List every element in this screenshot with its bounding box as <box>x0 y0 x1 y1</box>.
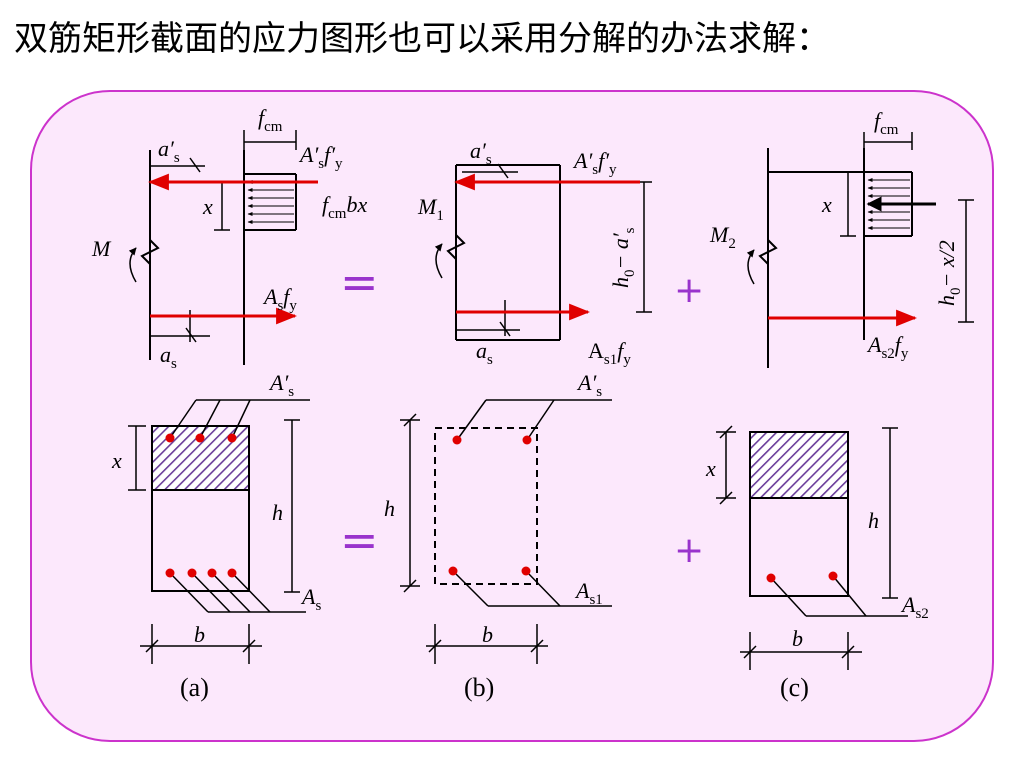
plus-operator-top: + <box>674 270 704 311</box>
slide-title: 双筋矩形截面的应力图形也可以采用分解的办法求解： <box>14 19 830 59</box>
rebar-dots-a <box>165 433 237 578</box>
rebar-dots-b <box>448 435 532 576</box>
label-a-prime: a′s <box>158 136 180 166</box>
dimension-b-b <box>426 624 548 664</box>
dimension-h-b <box>400 413 420 593</box>
leader-lines-c <box>770 575 908 617</box>
label-b-a: b <box>194 622 205 647</box>
label-As2: As2 <box>900 592 929 622</box>
moment-arrow-M <box>128 247 137 283</box>
dimension-x-c <box>716 425 736 505</box>
section-outline-c <box>749 431 849 597</box>
label-x-top-a: x <box>202 194 213 219</box>
label-moment-M2: M2 <box>709 222 736 252</box>
label-As-a: As <box>300 584 321 614</box>
label-h-a: h <box>272 500 283 525</box>
stress-hatch-arrows <box>247 180 294 224</box>
label-compression-force-a: A′sf′y <box>298 142 343 172</box>
label-fcm-top-c: fcm <box>874 108 899 138</box>
label-tension-force-a: Asfy <box>262 284 297 314</box>
stress-diagram-c <box>746 132 974 368</box>
cross-section-c <box>716 425 908 670</box>
plus-operator-bottom: + <box>674 530 704 571</box>
label-As-prime-b: A′s <box>576 370 602 400</box>
leader-lines-b <box>452 399 612 607</box>
label-h0-minus-a-prime: h0− a′s <box>608 227 638 288</box>
dimension-b-a <box>140 624 262 664</box>
label-x-c: x <box>705 456 716 481</box>
stress-diagram-a <box>128 130 297 365</box>
label-concrete-force: fcmbx <box>322 192 367 222</box>
compression-zone-hatch-c <box>750 432 848 498</box>
caption-a: (a) <box>180 673 209 702</box>
stress-hatch-arrows-c <box>867 178 910 230</box>
label-x-a: x <box>111 448 122 473</box>
equals-operator-bottom: = <box>340 513 379 567</box>
dimension-b-c <box>740 632 862 670</box>
label-b-c: b <box>792 626 803 651</box>
label-moment-M1: M1 <box>417 194 444 224</box>
cross-section-a <box>128 399 310 664</box>
label-As2-force: As2fy <box>866 332 909 362</box>
label-moment-M: M <box>91 236 112 261</box>
label-a-s-b: as <box>476 338 493 368</box>
label-h-b: h <box>384 496 395 521</box>
equals-operator-top: = <box>340 255 379 309</box>
label-h-c: h <box>868 508 879 533</box>
moment-arrow-M2 <box>746 249 755 285</box>
label-As1-force: As1fy <box>588 338 631 368</box>
caption-c: (c) <box>780 673 809 702</box>
dimension-x-a <box>128 425 146 491</box>
label-a-prime-b: a′s <box>470 138 492 168</box>
dimension-h-c <box>882 427 898 599</box>
leader-lines-bottom <box>169 572 306 613</box>
label-fcm-top-a: fcm <box>258 105 283 135</box>
caption-b: (b) <box>464 673 494 702</box>
section-outline-dashed <box>434 427 538 585</box>
rebar-dots-c <box>766 571 838 583</box>
section-outline <box>151 425 250 592</box>
cross-section-b <box>400 399 612 664</box>
dimension-h-a <box>284 419 300 593</box>
label-x-top-c: x <box>821 192 832 217</box>
label-h0-minus-x2: h0− x/2 <box>934 240 964 306</box>
diagram-panel <box>30 90 994 742</box>
moment-arrow-M1 <box>434 243 443 279</box>
leader-lines-top <box>169 399 310 439</box>
break-line <box>140 239 160 265</box>
label-compression-force-b: A′sf′y <box>572 148 617 178</box>
label-As-prime-a: A′s <box>268 370 294 400</box>
label-a-s-a: as <box>160 342 177 372</box>
label-As1: As1 <box>574 578 603 608</box>
label-b-b: b <box>482 622 493 647</box>
